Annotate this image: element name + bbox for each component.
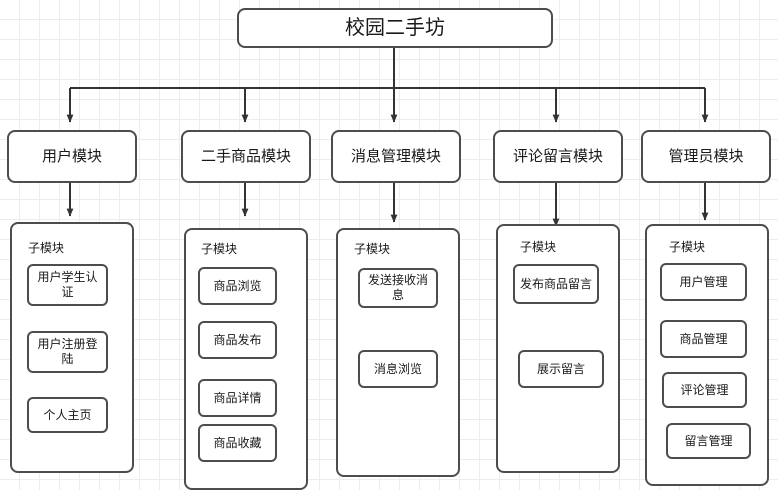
leaf-label: 商品浏览 [213, 278, 262, 293]
module-box-comment[interactable]: 评论留言模块 [493, 130, 623, 183]
leaf-node[interactable]: 商品收藏 [198, 424, 277, 462]
submodule-container-label: 子模块 [520, 240, 557, 254]
leaf-node[interactable]: 消息浏览 [358, 350, 438, 388]
module-box-user[interactable]: 用户模块 [7, 130, 137, 183]
module-label: 消息管理模块 [350, 146, 441, 165]
submodule-container-label: 子模块 [354, 242, 391, 256]
root-node[interactable]: 校园二手坊 [237, 8, 553, 48]
leaf-label: 发送接收消息 [367, 273, 428, 302]
leaf-node[interactable]: 发送接收消息 [358, 268, 438, 308]
leaf-label: 商品详情 [213, 390, 262, 405]
leaf-node[interactable]: 评论管理 [662, 372, 747, 408]
leaf-label: 商品管理 [679, 331, 728, 346]
leaf-label: 评论管理 [680, 382, 729, 397]
leaf-node[interactable]: 商品管理 [660, 320, 747, 358]
leaf-label: 消息浏览 [373, 361, 422, 376]
leaf-label: 商品收藏 [213, 435, 262, 450]
leaf-node[interactable]: 商品发布 [198, 321, 277, 359]
submodule-container-label: 子模块 [201, 242, 238, 256]
module-label: 用户模块 [41, 146, 102, 165]
leaf-label: 展示留言 [536, 361, 585, 376]
leaf-label: 发布商品留言 [519, 276, 592, 291]
submodule-container-label: 子模块 [669, 240, 706, 254]
leaf-label: 用户注册登陆 [37, 337, 98, 366]
leaf-label: 商品发布 [213, 332, 262, 347]
leaf-node[interactable]: 展示留言 [518, 350, 604, 388]
module-box-goods[interactable]: 二手商品模块 [181, 130, 311, 183]
submodule-container-label: 子模块 [28, 241, 65, 255]
leaf-node[interactable]: 用户管理 [660, 263, 747, 301]
leaf-label: 留言管理 [684, 433, 733, 448]
module-label: 评论留言模块 [512, 146, 603, 165]
root-node-label: 校园二手坊 [345, 15, 445, 40]
leaf-node[interactable]: 用户学生认证 [27, 264, 108, 306]
module-label: 二手商品模块 [200, 146, 291, 165]
leaf-node[interactable]: 商品浏览 [198, 267, 277, 305]
leaf-node[interactable]: 发布商品留言 [513, 264, 599, 304]
leaf-node[interactable]: 用户注册登陆 [27, 331, 108, 373]
leaf-node[interactable]: 商品详情 [198, 379, 277, 417]
leaf-label: 个人主页 [43, 407, 92, 422]
leaf-label: 用户管理 [679, 274, 728, 289]
leaf-node[interactable]: 个人主页 [27, 397, 108, 433]
module-box-message[interactable]: 消息管理模块 [331, 130, 461, 183]
leaf-label: 用户学生认证 [37, 270, 98, 299]
module-label: 管理员模块 [668, 146, 744, 165]
leaf-node[interactable]: 留言管理 [666, 423, 751, 459]
module-box-admin[interactable]: 管理员模块 [641, 130, 771, 183]
submodule-container-comment [496, 224, 620, 473]
